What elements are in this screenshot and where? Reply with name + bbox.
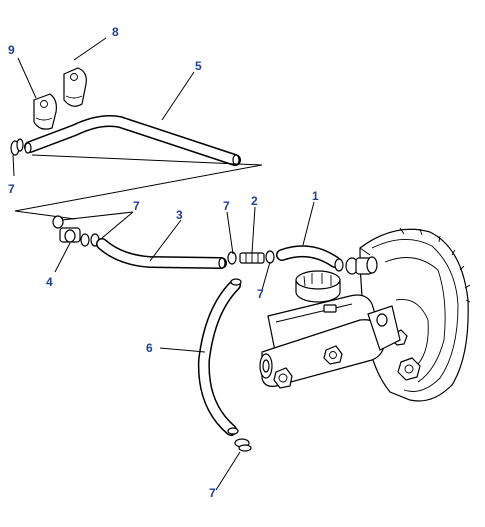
hose-clip-8	[63, 67, 87, 107]
callout-8: 8	[112, 25, 119, 39]
callout-7-connector: 7	[223, 199, 230, 213]
callout-7-lower: 7	[209, 486, 216, 500]
callout-2: 2	[251, 194, 258, 208]
callout-7-hose-3: 7	[133, 199, 140, 213]
callout-7-servo: 7	[257, 287, 264, 301]
hose-clip-9	[33, 93, 57, 130]
hose-5	[24, 115, 241, 166]
hose-clamp-upper-left	[10, 138, 24, 156]
check-valve-4	[52, 215, 100, 247]
callouts: 8 9 5 7 7 3 7 2 1 4 7 6 7	[8, 25, 319, 500]
callout-4: 4	[46, 275, 53, 289]
connection-lines	[14, 154, 263, 220]
callout-3: 3	[176, 208, 183, 222]
callout-6: 6	[146, 341, 153, 355]
hose-1	[276, 245, 344, 272]
hose-clamp-lower	[234, 438, 252, 452]
callout-1: 1	[312, 189, 319, 203]
hose-6	[197, 278, 242, 436]
connector-2	[227, 250, 275, 265]
callout-9: 9	[8, 43, 15, 57]
leader-lines	[12, 37, 315, 491]
hose-3	[96, 238, 227, 269]
callout-5: 5	[195, 59, 202, 73]
master-cylinder	[259, 270, 401, 389]
callout-7-upper-left: 7	[8, 182, 15, 196]
